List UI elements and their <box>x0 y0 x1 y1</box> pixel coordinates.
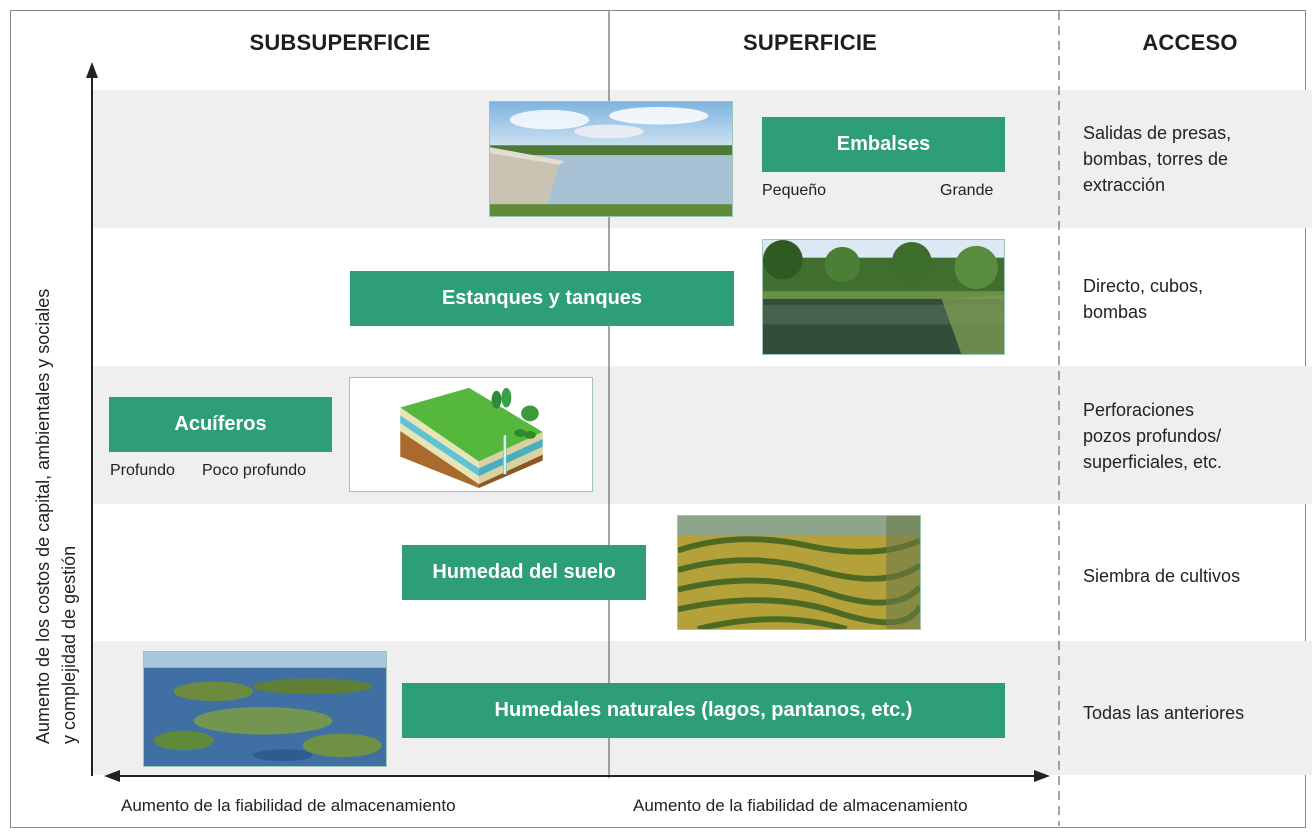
reservoirs-scale-left: Pequeño <box>762 182 827 199</box>
access-text: bombas, torres de <box>1083 149 1229 169</box>
access-text: Directo, cubos, <box>1083 276 1204 296</box>
x-axis-label-right: Aumento de la fiabilidad de almacenamien… <box>633 796 968 815</box>
aquifer-illustration <box>349 377 593 492</box>
access-text: Perforaciones <box>1083 400 1195 420</box>
access-ponds: Directo, cubos, bombas <box>1083 273 1308 325</box>
access-text: bombas <box>1083 302 1148 322</box>
access-text: Salidas de presas, <box>1083 123 1232 143</box>
aquifers-scale-left: Profundo <box>110 462 175 479</box>
ponds-tanks-box: Estanques y tanques <box>350 271 734 326</box>
access-wetlands: Todas las anteriores <box>1083 700 1308 726</box>
header-surface: SUPERFICIE <box>742 30 878 55</box>
access-text: Siembra de cultivos <box>1083 566 1241 586</box>
aquifers-scale-right: Poco profundo <box>202 462 307 479</box>
natural-wetlands-box: Humedales naturales (lagos, pantanos, et… <box>402 683 1005 738</box>
access-text: superficiales, etc. <box>1083 452 1223 472</box>
access-text: pozos profundos/ <box>1083 426 1222 446</box>
access-text: Todas las anteriores <box>1083 703 1245 723</box>
pond-photo <box>762 239 1005 355</box>
y-axis-label-line2: y complejidad de gestión <box>59 545 79 744</box>
x-axis-label-left: Aumento de la fiabilidad de almacenamien… <box>121 796 456 815</box>
terraced-fields-photo <box>677 515 921 630</box>
access-reservoirs: Salidas de presas, bombas, torres de ext… <box>1083 120 1308 198</box>
y-axis-label-line1: Aumento de los costos de capital, ambien… <box>33 288 53 744</box>
header-access: ACCESO <box>1142 30 1238 55</box>
reservoir-photo <box>489 101 733 217</box>
aquifers-box: Acuíferos <box>109 397 332 452</box>
reservoirs-scale-right: Grande <box>940 182 994 199</box>
access-soil: Siembra de cultivos <box>1083 563 1308 589</box>
soil-moisture-box: Humedad del suelo <box>402 545 646 600</box>
reservoirs-box: Embalses <box>762 117 1005 172</box>
access-aquifers: Perforaciones pozos profundos/ superfici… <box>1083 397 1308 475</box>
header-subsurface: SUBSUPERFICIE <box>249 30 431 55</box>
wetland-photo <box>143 651 387 767</box>
access-text: extracción <box>1083 175 1166 195</box>
